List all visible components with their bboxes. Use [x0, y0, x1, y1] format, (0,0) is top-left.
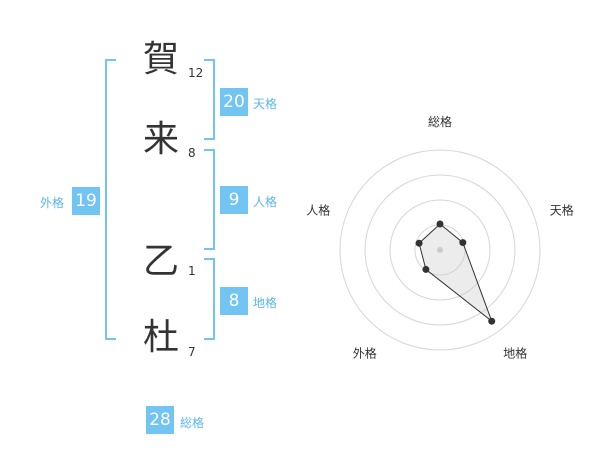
radar-center — [437, 247, 443, 253]
radar-point-3 — [488, 317, 496, 325]
tenkaku-label: 天格 — [253, 97, 278, 111]
soukaku-value: 28 — [146, 406, 174, 434]
jinkaku-label: 人格 — [253, 195, 278, 209]
jinkaku-value: 9 — [220, 186, 248, 214]
radar-series-polygon — [418, 223, 493, 323]
gaikaku-value: 19 — [72, 187, 100, 215]
jinkaku-bracket — [204, 149, 215, 250]
gaikaku-bracket — [105, 59, 116, 340]
name-char-1: 賀 — [142, 39, 179, 80]
radar-point-1 — [436, 220, 444, 228]
radar-axis-label-5: 人格 — [306, 202, 330, 217]
radar-ring — [389, 199, 491, 301]
stroke-count-3: 1 — [188, 264, 196, 278]
tenkaku-bracket — [204, 59, 215, 140]
name-char-4: 杜 — [142, 317, 179, 358]
chikaku-label: 地格 — [253, 296, 278, 310]
radar-ring — [364, 174, 516, 326]
name-char-2: 来 — [142, 119, 179, 160]
radar-point-2 — [459, 239, 467, 247]
name-char-3: 乙 — [142, 241, 179, 282]
chikaku-bracket — [204, 258, 215, 340]
gaikaku-label: 外格 — [40, 196, 65, 210]
radar-point-4 — [422, 265, 430, 273]
radar-point-5 — [415, 239, 423, 247]
soukaku-label: 総格 — [180, 416, 205, 430]
tenkaku-value: 20 — [220, 88, 248, 116]
stroke-count-2: 8 — [188, 146, 196, 160]
stroke-count-4: 7 — [188, 345, 196, 359]
stroke-count-1: 12 — [188, 66, 204, 80]
radar-axis-label-4: 外格 — [353, 346, 377, 361]
chikaku-value: 8 — [220, 287, 248, 315]
radar-axis-label-3: 地格 — [503, 346, 527, 361]
radar-axis-label-1: 総格 — [428, 114, 452, 129]
radar-axis-label-2: 天格 — [550, 202, 574, 217]
radar-ring — [339, 149, 541, 351]
